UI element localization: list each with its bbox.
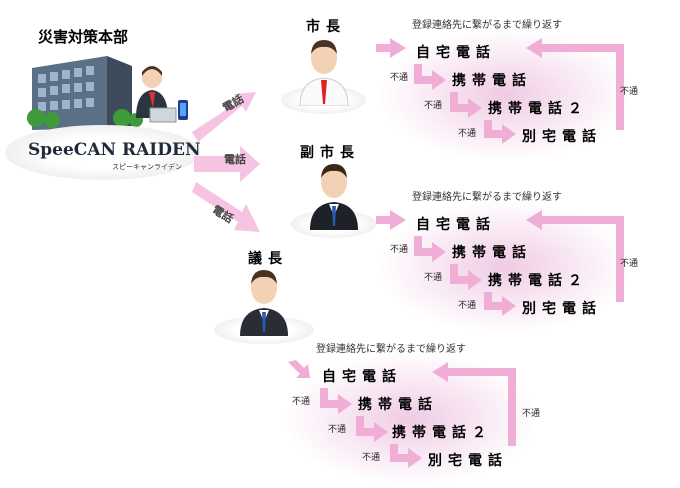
mayor-avatar [299,40,349,106]
retry-arrow [414,236,446,262]
hq-building-illustration [27,56,188,130]
role-chair: 議長 [248,251,288,267]
call-label-vice-mayor: 電話 [224,153,246,166]
hq-title: 災害対策本部 [38,28,129,46]
sequence-1-step-1: 自宅電話 [416,45,496,61]
sequence-2-caption: 登録連絡先に繋がるまで繰り返す [412,192,562,203]
sequence-1-retry-1: 不通 [390,73,409,83]
sequence-3-retry-2: 不通 [328,425,347,435]
loop-arrow [432,362,516,446]
sequence-3-step-3: 携帯電話２ [392,425,492,441]
sequence-2-retry-3: 不通 [458,301,477,311]
role-vice-mayor: 副市長 [300,145,360,161]
sequence-1-step-2: 携帯電話 [452,73,532,89]
sequence-1-caption: 登録連絡先に繋がるまで繰り返す [412,20,562,31]
entry-arrow [376,38,406,58]
retry-arrow [484,292,516,316]
retry-arrow [414,64,446,90]
retry-arrow [390,444,422,468]
sequence-2-step-2: 携帯電話 [452,245,532,261]
loop-arrow [526,38,624,130]
sequence-2-step-3: 携帯電話２ [488,273,588,289]
sequence-2-loop-label: 不通 [620,259,639,269]
product-kana: スピーキャンライデン [112,163,182,171]
sequence-1-step-3: 携帯電話２ [488,101,588,117]
sequence-3-retry-1: 不通 [292,397,311,407]
sequence-3-retry-3: 不通 [362,453,381,463]
retry-arrow [356,416,388,442]
sequence-3-step-4: 別宅電話 [428,453,508,469]
entry-arrow [376,210,406,230]
chair-avatar [240,270,288,336]
sequence-2-retry-2: 不通 [424,273,443,283]
retry-arrow [450,92,482,118]
sequence-1-arrows [376,38,624,144]
role-mayor: 市長 [306,19,346,35]
sequence-1-retry-3: 不通 [458,129,477,139]
sequence-3-step-2: 携帯電話 [358,397,438,413]
retry-arrow [450,264,482,290]
call-arrow-to-vice-mayor [194,146,260,182]
loop-arrow [526,210,624,302]
call-arrow-to-chair [192,182,260,232]
retry-arrow [320,388,352,414]
entry-arrow [288,360,310,378]
sequence-3-loop-label: 不通 [522,409,541,419]
vice-mayor-avatar [310,164,358,230]
sequence-2-step-4: 別宅電話 [522,301,602,317]
sequence-2-step-1: 自宅電話 [416,217,496,233]
sequence-2-arrows [376,210,624,316]
retry-arrow [484,120,516,144]
sequence-1-retry-2: 不通 [424,101,443,111]
sequence-3-step-1: 自宅電話 [322,369,402,385]
product-logo: SpeeCAN RAIDEN [28,140,200,160]
sequence-1-step-4: 別宅電話 [522,129,602,145]
call-arrows [192,92,260,232]
sequence-3-arrows [288,360,516,468]
sequence-1-loop-label: 不通 [620,87,639,97]
hq-logo-plate [5,125,200,180]
call-arrow-to-mayor [192,92,256,142]
product-name: SpeeCAN RAIDEN [28,140,201,160]
sequence-3-caption: 登録連絡先に繋がるまで繰り返す [316,344,466,355]
sequence-2-retry-1: 不通 [390,245,409,255]
